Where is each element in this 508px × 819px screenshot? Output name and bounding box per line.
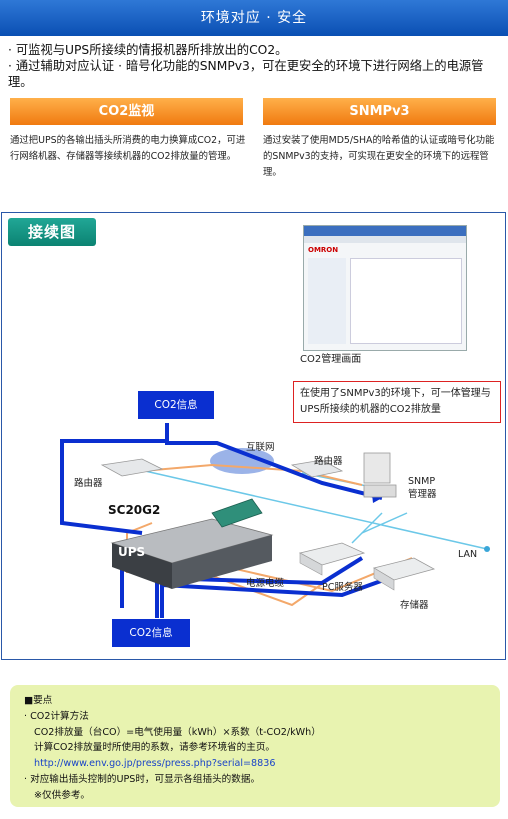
page-header: 环境对应 · 安全 [0, 0, 508, 36]
ups-label: UPS [118, 545, 146, 559]
screen-sidebar [308, 258, 346, 344]
intro-line-1: · 可监视与UPS所接续的情报机器所排放出的CO2。 [8, 43, 288, 57]
power-cable-label: 电源电缆 [246, 578, 285, 589]
pc-server-label: PC服务器 [322, 582, 363, 593]
screen-content [350, 258, 462, 344]
snmp-manager-label: SNMP 管理器 [408, 476, 437, 500]
snmp-manager-shape [363, 452, 391, 484]
router-left-label: 路由器 [74, 478, 103, 489]
co2-info-bottom: CO2信息 [112, 619, 190, 647]
screen-caption: CO2管理画面 [300, 354, 362, 365]
router-right-shape [290, 459, 344, 478]
notes-coef: 计算CO2排放量时所使用的系数，请参考环境省的主页。 [34, 742, 276, 754]
snmpv3-callout: 在使用了SNMPv3的环境下，可一体管理与UPS所接续的机器的CO2排放量 [293, 381, 501, 423]
page-title: 环境对应 · 安全 [200, 10, 308, 26]
notes-formula: CO2排放量（台CO）=电气使用量（kWh）×系数（t-CO2/kWh） [34, 726, 321, 738]
notes-url-link[interactable]: http://www.env.go.jp/press/press.php?ser… [34, 758, 276, 770]
ups-side [172, 535, 272, 589]
co2-monitor-body: 通过把UPS的各输出插头所消费的电力换算成CO2，可进行网络机器、存储器等接续机… [10, 135, 246, 162]
lan-line [131, 467, 488, 550]
co2-screen-thumbnail: OMRON [303, 225, 467, 351]
screen-titlebar [304, 226, 466, 236]
notes-item-2: · 对应输出插头控制的UPS时，可显示各组插头的数据。 [24, 773, 261, 785]
connection-diagram: 接续图 OMRON CO2管理画面 在使用了SNMPv3的环境下，可一体管理与U… [1, 212, 506, 660]
lan-label: LAN [458, 549, 478, 560]
internet-label: 互联网 [246, 442, 275, 453]
intro-text: · 可监视与UPS所接续的情报机器所排放出的CO2。 · 通过辅助对应认证 · … [8, 42, 504, 90]
sc20g2-card [211, 498, 263, 528]
snmpv3-body: 通过安装了使用MD5/SHA的哈希值的认证或暗号化功能的SNMPv3的支持，可实… [263, 135, 495, 178]
notes-ref: ※仅供参考。 [34, 789, 91, 801]
notes-item-1: · CO2计算方法 [24, 710, 89, 722]
router-left-shape [100, 458, 164, 477]
co2-monitor-title: CO2监视 [10, 98, 243, 125]
screen-toolbar [304, 236, 466, 243]
storage-label: 存储器 [400, 600, 429, 611]
card-label: SC20G2 [108, 503, 161, 517]
lan-endpoint [484, 546, 490, 552]
co2-info-top: CO2信息 [138, 391, 214, 419]
ups-front [112, 543, 172, 589]
screen-logo: OMRON [308, 246, 339, 254]
diagram-title: 接续图 [8, 218, 96, 246]
notes-box: ■要点 · CO2计算方法 CO2排放量（台CO）=电气使用量（kWh）×系数（… [10, 685, 500, 807]
intro-line-2: · 通过辅助对应认证 · 暗号化功能的SNMPv3，可在更安全的环境下进行网络上… [8, 59, 484, 89]
notes-heading: ■要点 [24, 695, 53, 706]
snmpv3-title: SNMPv3 [263, 98, 496, 125]
router-right-label: 路由器 [314, 456, 343, 467]
diagram-lines [60, 423, 490, 618]
